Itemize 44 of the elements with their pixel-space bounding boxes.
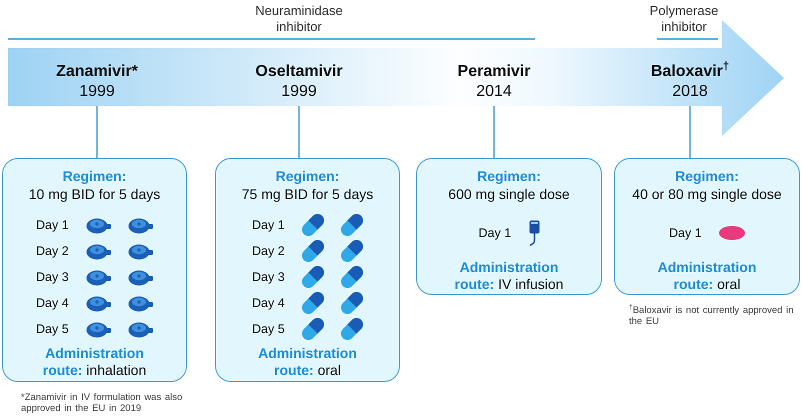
dose-text: 600 mg single dose: [448, 185, 570, 203]
regimen-card: [2, 158, 187, 382]
route-text: Administration route: IV infusion: [454, 259, 564, 293]
day-label: Day 1: [36, 218, 70, 232]
day-label: Day 1: [669, 226, 703, 240]
day-label: Day 1: [478, 226, 512, 240]
route-text: Administration route: oral: [257, 345, 358, 379]
route-text: Administration route: inhalation: [42, 345, 148, 379]
day-label: Day 3: [36, 270, 70, 284]
drug-name: Zanamivir*: [56, 62, 138, 82]
dose-text: 75 mg BID for 5 days: [242, 185, 374, 203]
regimen-heading: Regimen:: [276, 167, 340, 185]
day-label: Day 5: [252, 322, 286, 336]
footnote: $^{†}$Baloxavir is not currently approved in the EU: [629, 305, 794, 327]
regimen-heading: Regimen:: [62, 167, 126, 185]
day-label: Day 4: [36, 296, 70, 310]
dose-text: 10 mg BID for 5 days: [28, 185, 160, 203]
year-label: 1999: [79, 82, 115, 102]
footnote: *Zanamivir in IV formulation was also approved in the EU in 2019: [21, 392, 184, 414]
year-label: 2018: [672, 82, 708, 102]
connector-line: [298, 104, 300, 158]
day-label: Day 2: [252, 244, 286, 258]
year-label: 1999: [281, 82, 317, 102]
group-label: Neuraminidase inhibitor: [254, 3, 344, 35]
regimen-card: [416, 158, 602, 295]
year-label: 2014: [476, 82, 512, 102]
drug-name: Peramivir: [458, 62, 530, 82]
regimen-heading: Regimen:: [477, 167, 541, 185]
connector-line: [689, 104, 691, 158]
day-label: Day 1: [252, 218, 286, 232]
route-text: Administration route: oral: [656, 259, 758, 293]
day-label: Day 5: [36, 322, 70, 336]
regimen-heading: Regimen:: [675, 167, 739, 185]
day-label: Day 4: [252, 296, 286, 310]
regimen-card: [215, 158, 400, 382]
day-label: Day 2: [36, 244, 70, 258]
connector-line: [96, 104, 98, 158]
regimen-card: [614, 158, 800, 295]
drug-name: Oseltamivir: [255, 62, 343, 82]
drug-name: Baloxavir$^{†}$: [650, 62, 730, 82]
dose-text: 40 or 80 mg single dose: [632, 185, 782, 203]
connector-line: [493, 104, 495, 158]
day-label: Day 3: [252, 270, 286, 284]
group-label: Polymerase inhibitor: [648, 3, 720, 35]
